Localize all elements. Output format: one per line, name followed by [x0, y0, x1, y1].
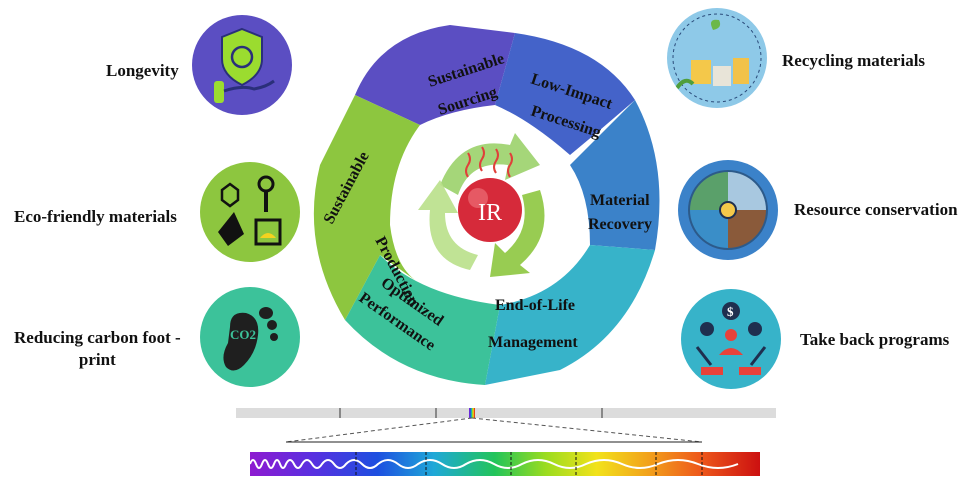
segment-production	[313, 95, 420, 320]
segment-eol-line2: Management	[488, 334, 578, 351]
co2-footprint-icon: CO2	[200, 287, 300, 387]
hands-dollar-icon: $	[681, 289, 781, 389]
label-carbon-line2: print	[78, 350, 116, 369]
segment-performance	[345, 255, 500, 385]
shield-hand-icon	[192, 15, 292, 115]
label-recycling: Recycling materials	[782, 51, 926, 70]
label-eco-friendly: Eco-friendly materials	[14, 207, 177, 226]
ir-label: IR	[478, 200, 502, 226]
label-carbon-line1: Reducing carbon foot -	[14, 328, 181, 347]
wave-line	[249, 459, 739, 469]
segment-eol-line1: End-of-Life	[495, 297, 575, 314]
segment-processing	[495, 33, 635, 155]
recycling-bins-icon	[667, 8, 767, 108]
dollar-text: $	[727, 304, 734, 319]
em-spectrum-bar	[236, 408, 776, 418]
resource-quadrant-icon	[678, 160, 778, 260]
label-resource-conservation: Resource conservation	[794, 200, 958, 219]
label-take-back: Take back programs	[800, 330, 950, 349]
co2-text: CO2	[230, 327, 256, 342]
segment-recovery-line2: Recovery	[588, 216, 652, 233]
label-longevity: Longevity	[106, 61, 179, 80]
lifecycle-wheel: IR Sustainable Sourcing Low-Impact Proce…	[313, 25, 660, 385]
visible-spectrum-bar	[250, 452, 760, 476]
segment-recovery	[570, 100, 660, 250]
segment-sourcing	[355, 25, 515, 125]
lab-flask-icon	[200, 162, 300, 262]
segment-eol	[485, 245, 655, 385]
label-carbon-footprint: Reducing carbon foot - print	[14, 327, 181, 371]
spectrum-diagram	[236, 408, 776, 476]
segment-recovery-line1: Material	[590, 192, 650, 209]
